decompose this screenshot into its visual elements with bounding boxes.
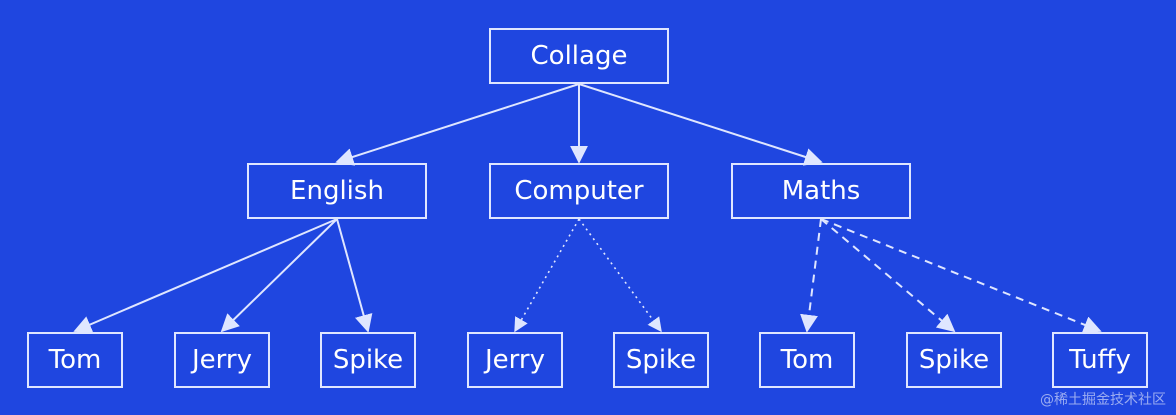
department-node-computer: Computer [489,163,669,219]
student-node-jerry: Jerry [467,332,563,388]
edge-department-to-student [73,218,338,333]
student-node-tom: Tom [27,332,123,388]
student-node-tom: Tom [759,332,855,388]
student-node-tuffy: Tuffy [1052,332,1148,388]
edge-root-to-department [335,83,580,166]
edge-department-to-student [800,218,822,333]
edge-department-to-student [220,218,338,333]
student-node-spike: Spike [613,332,709,388]
department-node-english: English [247,163,427,219]
student-node-jerry: Jerry [174,332,270,388]
edge-department-to-student [820,218,956,333]
root-node-collage: Collage [489,28,669,84]
edge-department-to-student [514,218,580,333]
edge-root-to-department [578,83,823,166]
edge-department-to-student [820,218,1102,334]
department-node-maths: Maths [731,163,911,219]
edge-department-to-student [336,218,373,333]
edge-department-to-student [578,218,662,333]
student-node-spike: Spike [906,332,1002,388]
student-node-spike: Spike [320,332,416,388]
watermark: @稀土掘金技术社区 [1040,392,1166,408]
